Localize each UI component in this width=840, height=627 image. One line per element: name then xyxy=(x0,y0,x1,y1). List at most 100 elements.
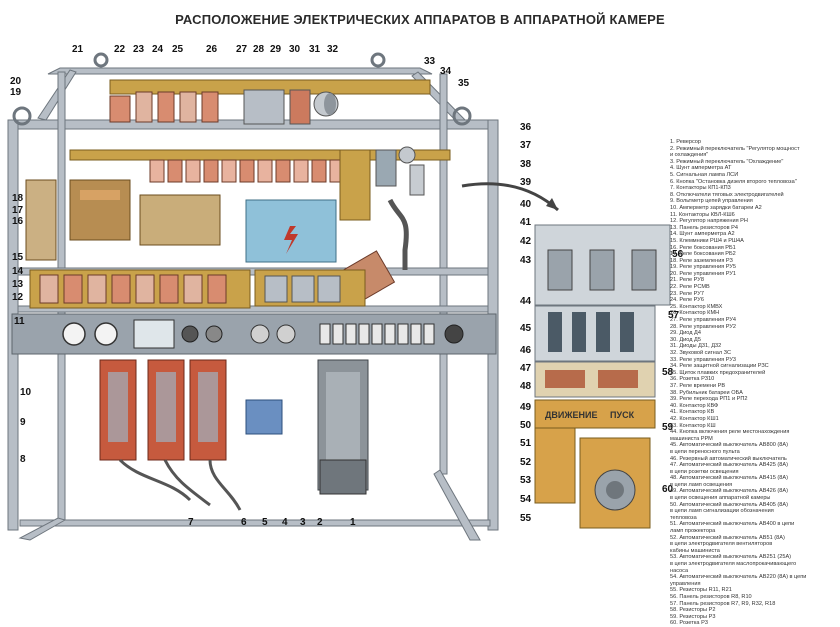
callout-58: 58 xyxy=(662,367,674,378)
callout-59: 59 xyxy=(662,422,674,433)
callout-14: 14 xyxy=(12,266,24,277)
callout-19: 19 xyxy=(10,87,22,98)
callout-53: 53 xyxy=(520,475,532,486)
legend-item: 44. Кнопка включения реле местонахождени… xyxy=(670,429,790,436)
legend-item: 34. Реле защитной сигнализации РЗС xyxy=(670,363,769,370)
legend-item: 14. Шунт амперметра А2 xyxy=(670,231,735,238)
bottom-apparatus xyxy=(99,359,369,511)
legend-item: 11. Контакторы КВЛ-КШ6 xyxy=(670,211,735,218)
callout-32: 32 xyxy=(327,44,339,55)
lower-contactor-row xyxy=(29,269,366,309)
callout-9: 9 xyxy=(20,417,26,428)
legend-item: 57. Панель резисторов R7, R9, R32, R18 xyxy=(670,600,776,607)
legend-item: 47. Автоматический выключатель АВ425 (8А… xyxy=(670,462,788,469)
legend-item: 22. Реле РСМВ xyxy=(670,284,710,291)
legend-item: в цепи ламп сигнализации обозначения xyxy=(670,508,774,515)
legend-item: 52. Автоматический выключатель АВ51 (8А) xyxy=(670,534,785,541)
callout-57: 57 xyxy=(668,310,680,321)
legend-item: машиниста РРМ xyxy=(670,435,713,442)
legend-item: в цепи переносного пульта xyxy=(670,448,740,455)
legend-item: 24. Реле РУ6 xyxy=(670,297,704,304)
callout-35: 35 xyxy=(458,78,470,89)
detail-insets: ДВИЖЕНИЕ ПУСК xyxy=(461,182,671,529)
legend-item: в цепи освещения аппаратной камеры xyxy=(670,495,771,502)
callout-50: 50 xyxy=(520,420,532,431)
callout-2: 2 xyxy=(317,517,323,528)
callout-8: 8 xyxy=(20,454,26,465)
legend-item: 26. Контактор КМН xyxy=(670,310,720,317)
legend-item: 48. Автоматический выключатель АВ415 (8А… xyxy=(670,475,788,482)
legend-item: 60. Розетка Р3 xyxy=(670,620,708,627)
callout-5: 5 xyxy=(262,517,268,528)
legend-item: 49. Автоматический выключатель АВ426 (8А… xyxy=(670,488,788,495)
legend-item: 35. Щиток плавких предохранителей xyxy=(670,369,766,376)
callout-10: 10 xyxy=(20,387,32,398)
legend-item: 36. Розетка РЗ10 xyxy=(670,376,715,383)
callout-7: 7 xyxy=(188,517,194,528)
legend-item: 10. Амперметр зарядки батареи А2 xyxy=(670,204,762,211)
callout-41: 41 xyxy=(520,217,532,228)
legend-item: 5. Сигнальная лампа ЛСИ xyxy=(670,171,739,178)
legend-item: в цепи электродвигателя маслопрокачивающ… xyxy=(670,561,797,567)
callout-31: 31 xyxy=(309,44,321,55)
callout-33: 33 xyxy=(424,56,436,67)
legend-item: 39. Реле перехода РП1 и РП2 xyxy=(670,396,748,403)
legend-item: 19. Реле управления РУ5 xyxy=(670,264,737,271)
legend-item: 20. Реле управления РУ1 xyxy=(670,270,737,277)
legend-item: 51. Автоматический выключатель АВ400 в ц… xyxy=(670,521,795,528)
callout-55: 55 xyxy=(520,513,532,524)
legend-item: 15. Клеммники РШ4 и РШ4А xyxy=(670,237,744,244)
legend-item: 33. Реле управления РУ3 xyxy=(670,356,737,363)
legend-item: 54. Автоматический выключатель АВ220 (8А… xyxy=(670,574,807,581)
legend-item: и охлаждения" xyxy=(670,152,709,159)
callout-24: 24 xyxy=(152,44,164,55)
callout-30: 30 xyxy=(289,44,301,55)
callout-40: 40 xyxy=(520,199,532,210)
legend-item: 3. Режимный переключатель "Охлаждение" xyxy=(670,158,784,165)
legend-item: тепловоза xyxy=(670,514,697,521)
legend-item: 9. Вольтметр цепей управления xyxy=(670,198,753,205)
callout-1: 1 xyxy=(350,517,356,528)
legend-item: 37. Реле времени РВ xyxy=(670,382,726,389)
callout-54: 54 xyxy=(520,494,532,505)
callout-28: 28 xyxy=(253,44,265,55)
callout-6: 6 xyxy=(241,517,247,528)
callout-39: 39 xyxy=(520,177,532,188)
legend-item: 32. Звуковой сигнал ЗС xyxy=(670,350,732,356)
legend-item: 30. Диод Д5 xyxy=(670,336,701,343)
legend-item: 28. Реле управления РУ2 xyxy=(670,323,737,330)
callout-16: 16 xyxy=(12,216,24,227)
callout-26: 26 xyxy=(206,44,218,55)
legend-item: 53. Автоматический выключатель АВ251 (25… xyxy=(670,554,792,561)
callout-34: 34 xyxy=(440,66,452,77)
upper-relay-row xyxy=(109,79,431,125)
callout-3: 3 xyxy=(300,517,306,528)
callout-18: 18 xyxy=(12,193,24,204)
callout-60: 60 xyxy=(662,484,674,495)
legend-item: 25. Контактор КМВХ xyxy=(670,303,723,310)
legend-item: насоса xyxy=(670,567,689,574)
callout-21: 21 xyxy=(72,44,84,55)
callout-17: 17 xyxy=(12,205,24,216)
callout-44: 44 xyxy=(520,296,532,307)
callout-52: 52 xyxy=(520,457,532,468)
diagram-title: РАСПОЛОЖЕНИЕ ЭЛЕКТРИЧЕСКИХ АППАРАТОВ В А… xyxy=(175,12,665,27)
callout-20: 20 xyxy=(10,76,22,87)
callout-46: 46 xyxy=(520,345,532,356)
callout-36: 36 xyxy=(520,122,532,133)
legend-item: 12. Регулятор напряжения РН xyxy=(670,218,748,225)
legend-item: в цепи ламп освещения xyxy=(670,481,733,488)
legend-item: 40. Контактор КВФ xyxy=(670,402,719,409)
legend-item: 38. Рубильник батареи ОБА xyxy=(670,389,743,396)
callout-11: 11 xyxy=(14,316,25,327)
callout-25: 25 xyxy=(172,44,184,55)
legend-item: 58. Резисторы Р2 xyxy=(670,607,716,614)
legend-item: 27. Реле управления РУ4 xyxy=(670,317,737,324)
voltmeter-gauge xyxy=(94,322,118,346)
callout-15: 15 xyxy=(12,252,24,263)
legend-item: управления xyxy=(670,580,701,587)
legend-item: в цепи розетки освещения xyxy=(670,468,739,475)
legend-item: 43. Контактор КШ xyxy=(670,422,716,429)
callout-38: 38 xyxy=(520,159,532,170)
